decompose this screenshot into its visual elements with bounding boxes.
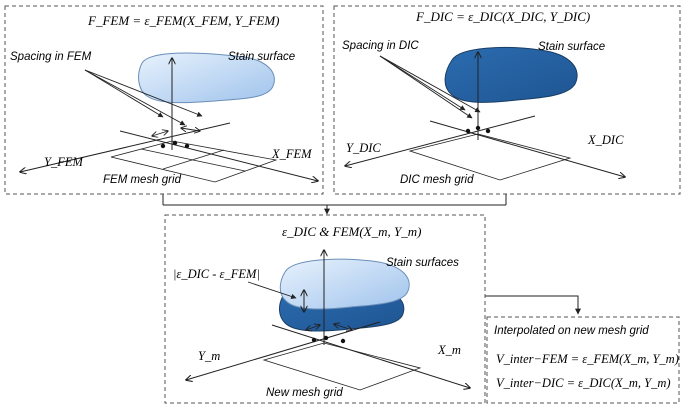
- combined-y-axis: [186, 321, 381, 380]
- combined-surface-label: Stain surfaces: [386, 257, 459, 269]
- dic-leader-1: [379, 55, 466, 111]
- dic-leader-2: [379, 55, 481, 113]
- fem-mesh-grid: [110, 140, 278, 183]
- fem-x-axis: [119, 130, 318, 181]
- combined-y-axis-label: Y_m: [198, 349, 220, 363]
- fem-surface-combined: [279, 258, 410, 310]
- combined-spacing-arrow: [306, 325, 320, 330]
- dic-panel-border: [333, 5, 681, 195]
- combined-mesh-label: New mesh grid: [266, 387, 343, 399]
- combined-mesh-grid: [262, 342, 422, 391]
- interp-title: Interpolated on new mesh grid: [494, 325, 649, 337]
- dic-node: [475, 125, 481, 131]
- dic-x-axis: [429, 120, 625, 177]
- connector-to-interp: [485, 295, 581, 315]
- dic-leader-3: [379, 55, 473, 119]
- interp-panel: Interpolated on new mesh grid V_inter−FE…: [486, 316, 680, 404]
- dic-node: [465, 128, 471, 134]
- dic-spacing-label: Spacing in DIC: [342, 40, 419, 52]
- dic-mesh-label: DIC mesh grid: [400, 174, 474, 186]
- fem-mesh-line: [162, 149, 225, 170]
- dic-panel: F_DIC = ε_DIC(X_DIC, Y_DIC) Spacing in D…: [333, 5, 681, 195]
- fem-strain-surface: [138, 52, 275, 104]
- dic-y-axis: [345, 115, 536, 166]
- dic-y-axis-label: Y_DIC: [346, 141, 381, 155]
- fem-mesh-label: FEM mesh grid: [103, 174, 182, 186]
- dic-mesh-grid: [408, 133, 572, 181]
- difference-label: |ε_DIC - ε_FEM|: [173, 267, 260, 281]
- dic-node: [485, 128, 491, 134]
- dic-x-axis-label: X_DIC: [587, 133, 624, 147]
- combined-formula: ε_DIC & FEM(X_m, Y_m): [282, 224, 421, 239]
- dic-strain-surface: [444, 46, 578, 103]
- combined-panel: ε_DIC & FEM(X_m, Y_m) Stain surfaces |ε_…: [164, 214, 486, 404]
- fem-x-axis-label: X_FEM: [271, 147, 312, 161]
- fem-node: [172, 140, 178, 146]
- combined-node: [340, 338, 346, 344]
- fem-surface-label: Stain surface: [228, 51, 295, 63]
- combined-node: [311, 337, 317, 343]
- fem-leader-3: [84, 69, 186, 126]
- fem-leader-2: [84, 69, 203, 117]
- dic-formula: F_DIC = ε_DIC(X_DIC, Y_DIC): [415, 9, 590, 24]
- fem-y-axis-label: Y_FEM: [44, 155, 83, 169]
- fem-leader-1: [84, 69, 164, 118]
- fem-panel-border: [4, 5, 324, 195]
- fem-spacing-label: Spacing in FEM: [10, 51, 92, 63]
- fem-node: [184, 143, 190, 149]
- fem-spacing-arrow: [152, 131, 168, 136]
- interp-line-fem: V_inter−FEM = ε_FEM(X_m, Y_m): [496, 352, 679, 366]
- fem-panel: F_FEM = ε_FEM(X_FEM, Y_FEM) Spacing in F…: [4, 5, 324, 195]
- fem-node: [160, 143, 166, 149]
- dic-surface-label: Stain surface: [538, 41, 605, 53]
- interp-panel-border: [486, 316, 680, 404]
- combined-spacing-arrow: [334, 324, 352, 330]
- fem-formula: F_FEM = ε_FEM(X_FEM, Y_FEM): [87, 13, 280, 28]
- difference-leader: [247, 281, 297, 300]
- combined-node: [323, 335, 329, 341]
- combined-panel-border: [164, 214, 486, 404]
- connectors: [162, 194, 581, 315]
- fem-spacing-arrow: [181, 128, 200, 131]
- interp-line-dic: V_inter−DIC = ε_DIC(X_m, Y_m): [496, 376, 671, 390]
- combined-x-axis-label: X_m: [437, 343, 461, 357]
- combined-x-axis: [271, 324, 470, 388]
